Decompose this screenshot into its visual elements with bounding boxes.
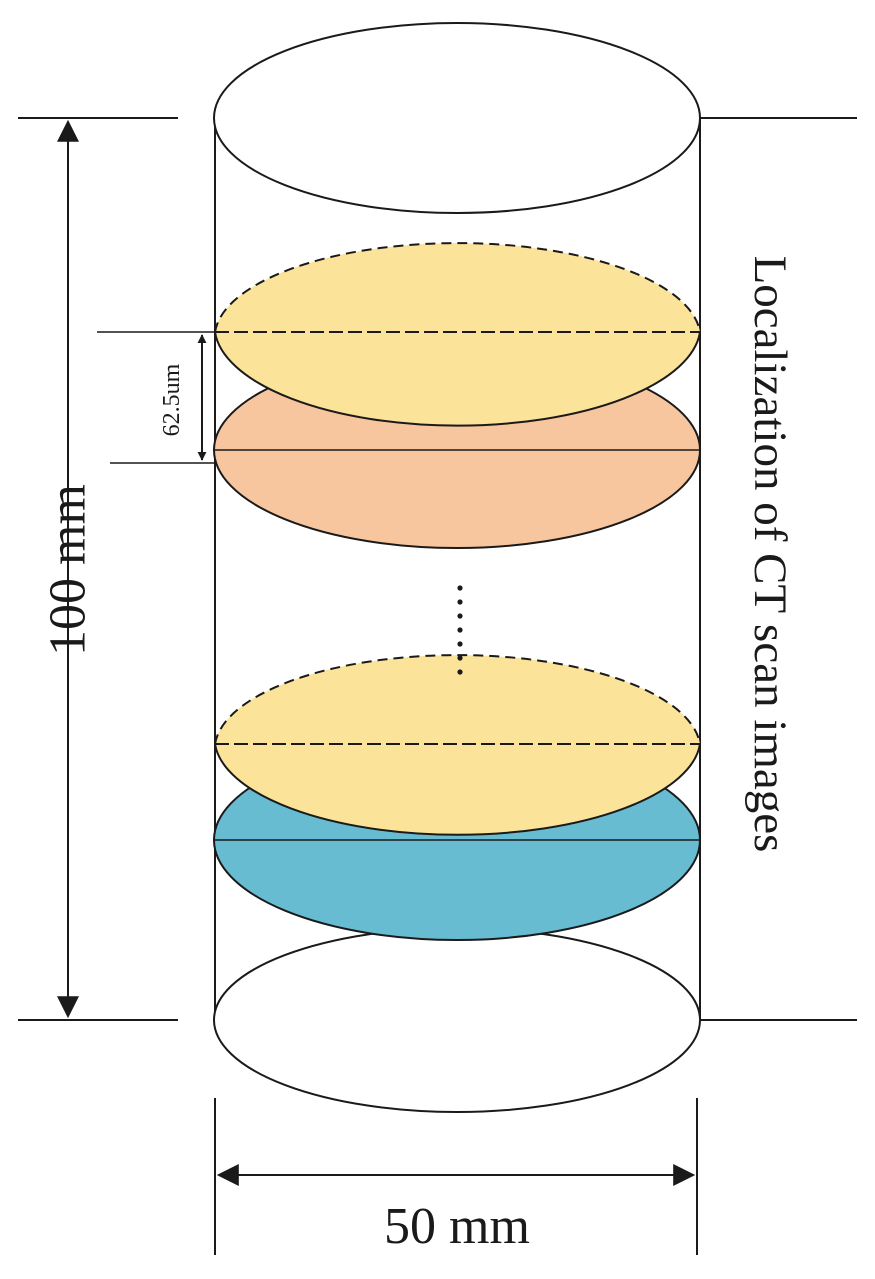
slice-3-top-arc bbox=[214, 654, 701, 745]
ellipsis-dot bbox=[457, 627, 463, 633]
spacing-dimension: 62.5um bbox=[97, 331, 215, 464]
slice-3 bbox=[214, 654, 701, 836]
ellipsis-dot bbox=[457, 641, 463, 647]
cylinder-bottom-ellipse bbox=[213, 927, 701, 1113]
diameter-dimension: 50 mm bbox=[214, 1098, 698, 1255]
ellipsis-dots bbox=[457, 585, 463, 675]
right-extension-lines bbox=[700, 117, 857, 1021]
ellipsis-dot bbox=[457, 613, 463, 619]
cylinder bbox=[213, 22, 701, 1113]
slice-1-bottom-arc bbox=[214, 331, 701, 427]
diameter-label: 50 mm bbox=[384, 1198, 530, 1255]
slice-3-bottom-arc bbox=[214, 743, 701, 836]
side-caption: Localization of CT scan images bbox=[744, 256, 796, 853]
slice-1 bbox=[214, 242, 701, 427]
slice-1-top-arc bbox=[214, 242, 701, 333]
height-label: 100 mm bbox=[40, 484, 97, 656]
height-dimension: 100 mm bbox=[18, 117, 178, 1021]
ellipsis-dot bbox=[457, 655, 463, 661]
ellipsis-dot bbox=[457, 585, 463, 591]
ellipsis-dot bbox=[457, 599, 463, 605]
ellipsis-dot bbox=[457, 669, 463, 675]
spacing-label: 62.5um bbox=[159, 363, 185, 436]
cylinder-top-ellipse bbox=[213, 22, 701, 214]
